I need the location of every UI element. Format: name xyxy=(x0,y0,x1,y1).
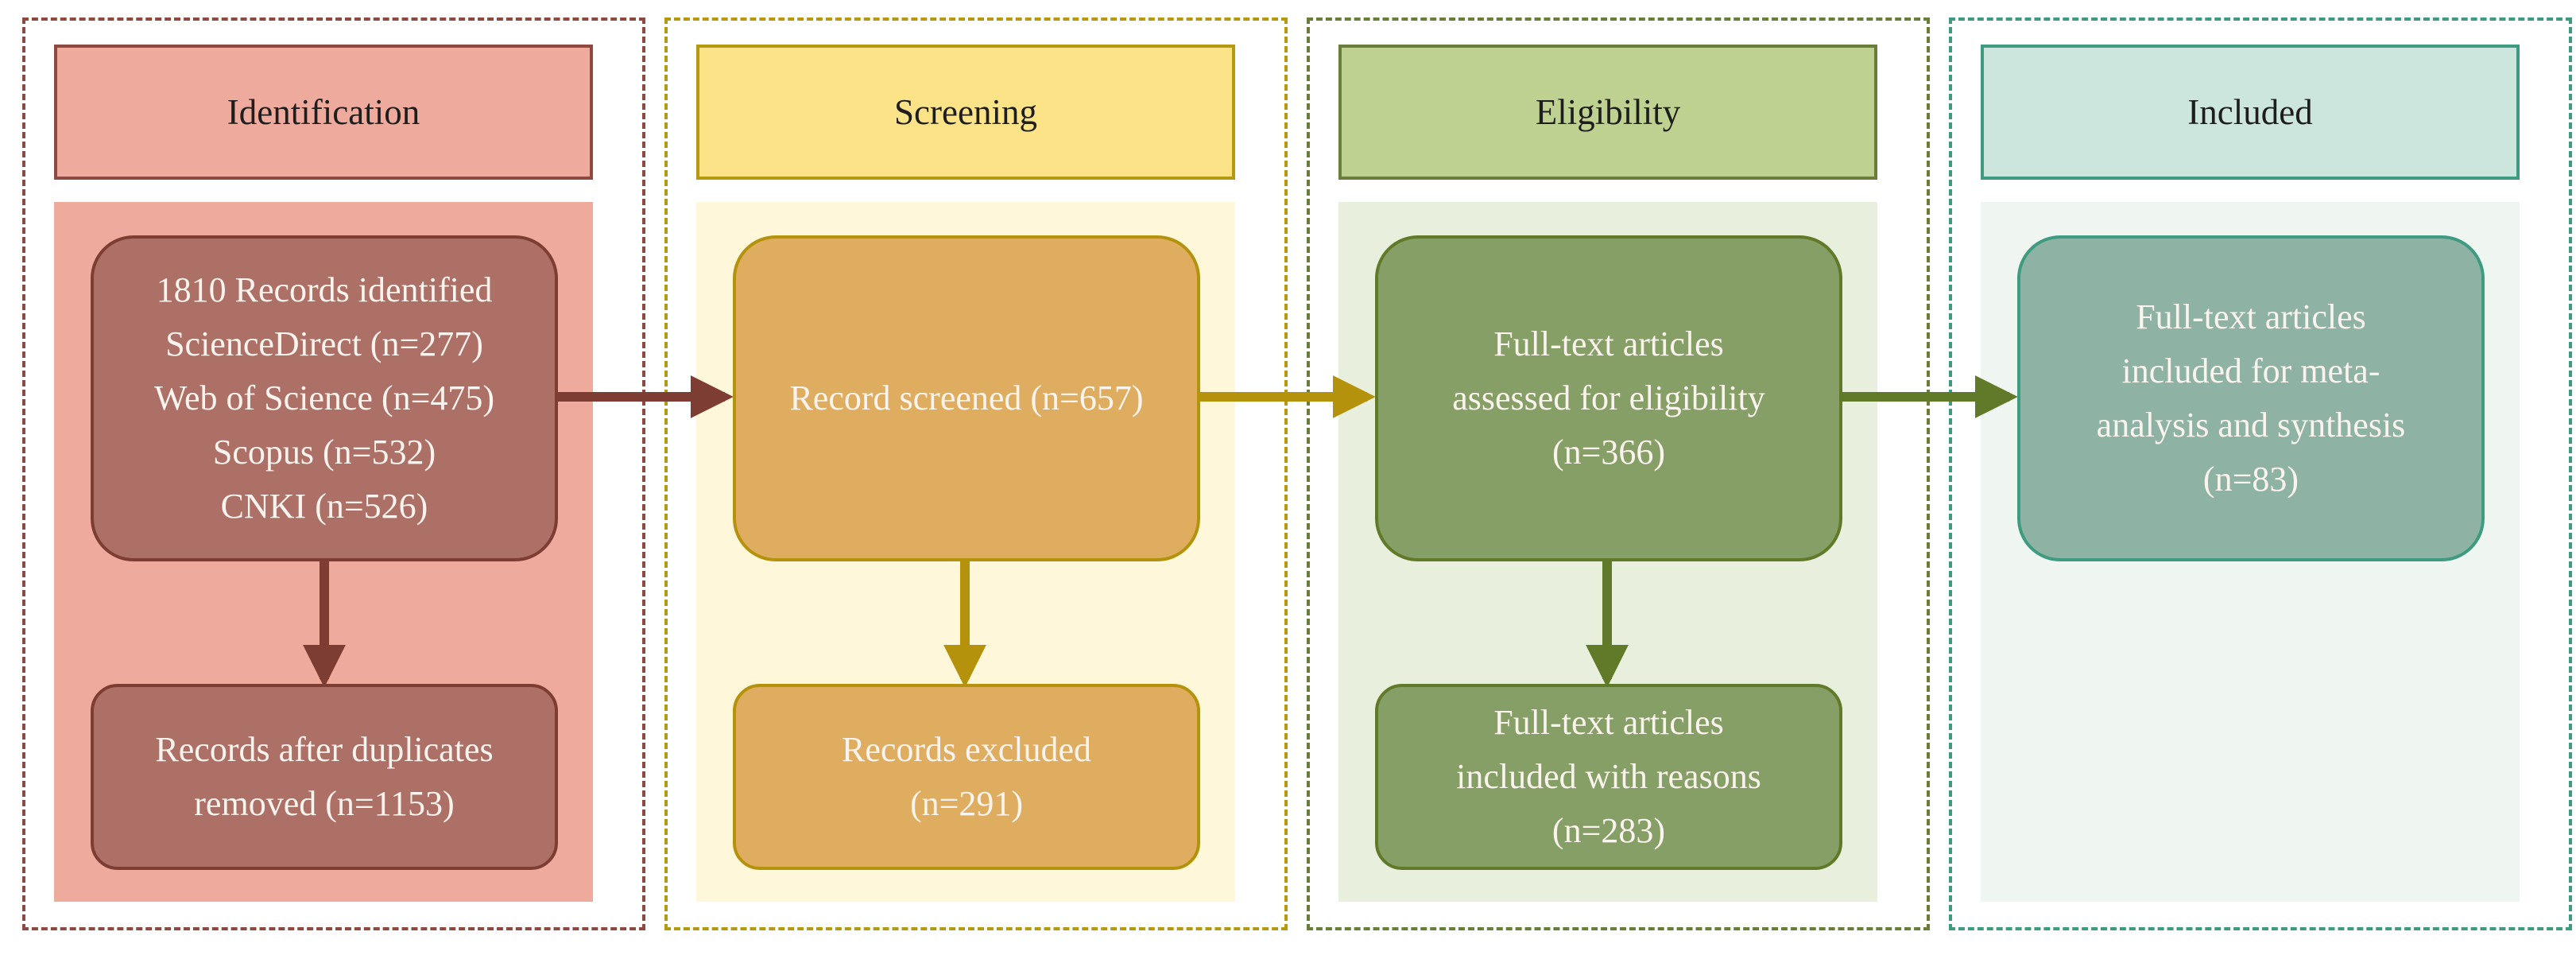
full-text-assessed-node: Full-text articles assessed for eligibil… xyxy=(1375,235,1842,561)
reasons-line-2: included with reasons xyxy=(1456,757,1761,796)
records-excluded-line-1: Records excluded xyxy=(842,730,1091,769)
full-text-reasons-node: Full-text articles included with reasons… xyxy=(1375,684,1842,870)
eligibility-column-frame xyxy=(1307,17,1930,930)
screening-header: Screening xyxy=(696,45,1235,180)
included-line-1: Full-text articles xyxy=(2136,297,2366,336)
record-screened-node: Record screened (n=657) xyxy=(733,235,1200,561)
included-line-4: (n=83) xyxy=(2202,460,2299,499)
included-line-2: included for meta- xyxy=(2121,351,2380,390)
identification-header: Identification xyxy=(54,45,593,180)
included-line-3: analysis and synthesis xyxy=(2096,406,2406,445)
records-excluded-line-2: (n=291) xyxy=(909,784,1024,823)
after-duplicates-line-2: removed (n=1153) xyxy=(194,784,455,823)
records-web-of-science: Web of Science (n=475) xyxy=(153,379,495,417)
records-scopus: Scopus (n=532) xyxy=(212,433,436,472)
assessed-line-1: Full-text articles xyxy=(1493,324,1724,363)
identification-column-frame xyxy=(22,17,645,930)
eligibility-header: Eligibility xyxy=(1338,45,1877,180)
full-text-included-node: Full-text articles included for meta- an… xyxy=(2017,235,2485,561)
reasons-line-1: Full-text articles xyxy=(1493,703,1724,742)
records-after-duplicates-node: Records after duplicates removed (n=1153… xyxy=(91,684,558,870)
records-sciencedirect: ScienceDirect (n=277) xyxy=(165,324,483,363)
records-cnki: CNKI (n=526) xyxy=(220,487,428,526)
after-duplicates-line-1: Records after duplicates xyxy=(155,730,494,769)
included-header: Included xyxy=(1981,45,2520,180)
records-identified-node: 1810 Records identified ScienceDirect (n… xyxy=(91,235,558,561)
records-identified-total: 1810 Records identified xyxy=(156,270,493,309)
reasons-line-3: (n=283) xyxy=(1551,811,1666,850)
records-excluded-node: Records excluded (n=291) xyxy=(733,684,1200,870)
assessed-line-2: assessed for eligibility xyxy=(1452,379,1765,417)
screening-column-frame xyxy=(664,17,1288,930)
included-column-frame xyxy=(1949,17,2572,930)
assessed-line-3: (n=366) xyxy=(1551,433,1666,472)
record-screened-text: Record screened (n=657) xyxy=(789,379,1144,417)
